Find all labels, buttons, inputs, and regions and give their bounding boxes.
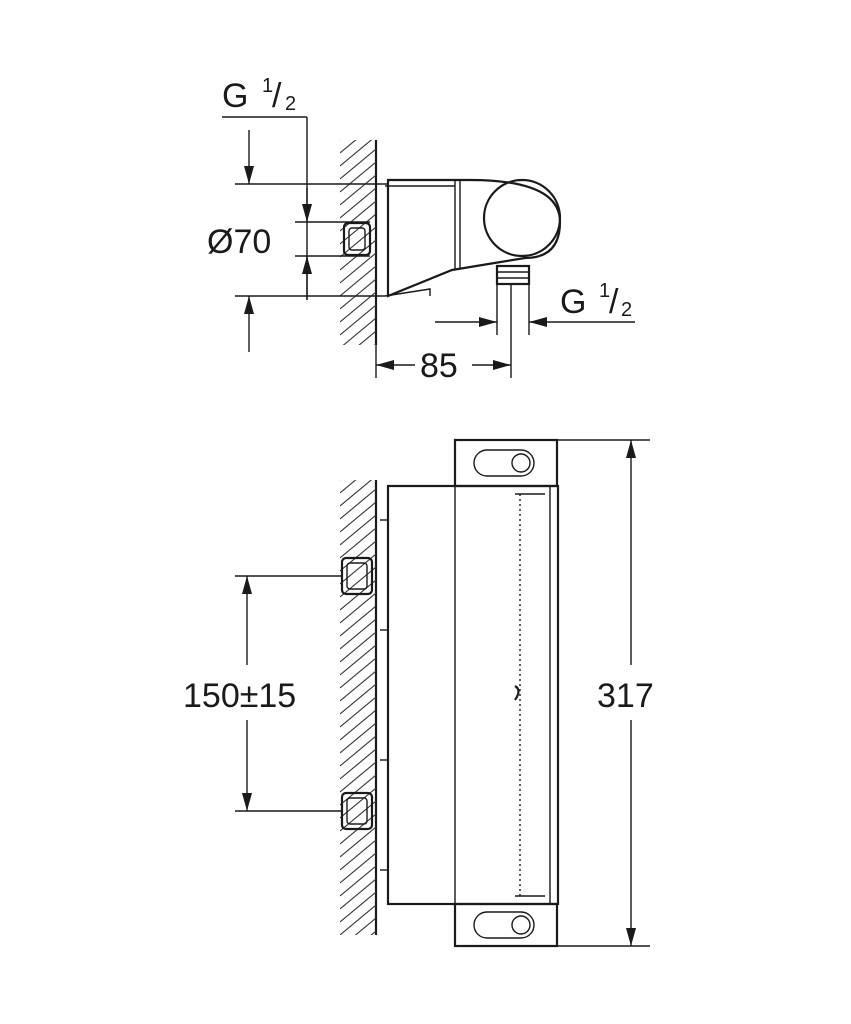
outlet-thread-numerator: 1 (599, 280, 610, 302)
hatch-line (340, 605, 376, 637)
hatch-line (340, 291, 376, 323)
hatch-line (340, 878, 376, 910)
hatch-line (340, 683, 376, 715)
dimension-bottom-ref (235, 295, 385, 352)
hatch-line (340, 480, 357, 494)
dimension-depth: 85 (375, 284, 512, 385)
hatch-line (340, 148, 376, 180)
dimension-inlet-spacing: 150±15 (183, 575, 342, 812)
hatch-line (340, 670, 376, 702)
hatch-line (340, 696, 376, 728)
hatch-line (340, 265, 376, 297)
hatch-line (340, 140, 357, 154)
outlet-thread-label: G (560, 283, 586, 321)
hatch-line (340, 187, 376, 219)
handle-top (453, 438, 559, 488)
hatch-line (342, 317, 376, 345)
hatch-line (340, 774, 376, 806)
dimension-diameter: Ø70 (207, 188, 370, 300)
hatch-line (340, 657, 376, 689)
hatch-line (340, 722, 376, 754)
top-thread-denominator: 2 (285, 93, 296, 115)
inlet-connector-side (342, 221, 372, 257)
hatch-line (340, 735, 376, 767)
hatch-line (340, 852, 376, 884)
hatch-line (340, 748, 376, 780)
hatch-line (340, 480, 373, 507)
top-thread-label: G (222, 77, 248, 115)
hatch-line (340, 140, 373, 167)
hatch-line (370, 930, 376, 935)
outlet-thread-slash: / (609, 283, 619, 321)
dimension-total-length: 317 (557, 439, 654, 947)
hatch-line (340, 252, 376, 284)
hatch-line (340, 709, 376, 741)
hatch-line (340, 644, 376, 676)
thermostat-body-side (384, 178, 562, 298)
hatch-line (340, 140, 341, 141)
side-view: G 1 / 2 Ø70 G (207, 75, 635, 385)
hatch-line (340, 514, 376, 546)
depth-label: 85 (420, 347, 458, 385)
handle-bottom (453, 902, 559, 948)
hatch-line (340, 213, 376, 245)
top-thread-slash: / (272, 77, 282, 115)
inlet-connector-lower (340, 791, 374, 831)
wall-hatch-bottom (340, 480, 378, 974)
hatch-line (340, 761, 376, 793)
diameter-label: Ø70 (207, 223, 271, 261)
hatch-line (358, 330, 376, 345)
hatch-line (373, 343, 376, 345)
front-view: 150±15 317 (183, 438, 654, 974)
hatch-line (340, 865, 376, 897)
inlet-spacing-label: 150±15 (183, 677, 296, 715)
thermostat-body-front (380, 484, 560, 906)
hatch-line (340, 161, 376, 193)
hatch-line (340, 488, 376, 520)
hatch-line (340, 200, 376, 232)
hatch-line (340, 618, 376, 650)
hatch-line (340, 480, 341, 481)
hatch-line (340, 174, 376, 206)
hatch-line (340, 800, 376, 832)
dimension-outlet-thread: G 1 / 2 (435, 280, 635, 335)
hatch-line (340, 826, 376, 858)
hatch-line (354, 917, 376, 935)
hatch-line (340, 566, 376, 598)
top-thread-numerator: 1 (262, 75, 273, 97)
hatch-line (340, 592, 376, 624)
hatch-line (340, 540, 376, 572)
hatch-line (340, 839, 376, 871)
inlet-connector-upper (340, 556, 374, 596)
hatch-line (340, 904, 376, 935)
hatch-line (340, 501, 376, 533)
outlet-thread-denominator: 2 (621, 299, 632, 321)
hatch-line (340, 944, 376, 974)
hatch-line (340, 304, 376, 336)
hatch-line (340, 891, 376, 923)
hatch-line (340, 278, 376, 310)
hatch-line (340, 631, 376, 663)
total-length-label: 317 (597, 677, 654, 715)
hatch-line (340, 527, 376, 559)
